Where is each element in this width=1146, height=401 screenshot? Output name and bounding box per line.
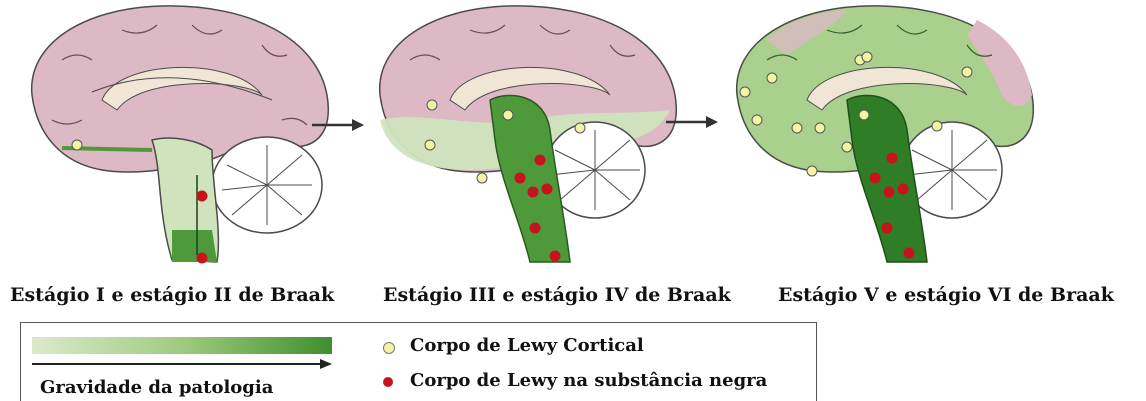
- stage-label-1: Estágio I e estágio II de Braak: [10, 284, 335, 306]
- cortical-lewy-body-icon: [383, 342, 395, 354]
- nigral-lewy-body-icon: [383, 377, 393, 387]
- stage-label-3: Estágio V e estágio VI de Braak: [778, 284, 1114, 306]
- stage-label-2: Estágio III e estágio IV de Braak: [383, 284, 731, 306]
- brain-stage-3: [736, 5, 1034, 263]
- severity-arrow-icon: [32, 359, 332, 369]
- brain-stage-2: [379, 5, 677, 263]
- cortical-lewy-body-label: Corpo de Lewy Cortical: [410, 335, 644, 356]
- legend-box: [20, 322, 817, 401]
- brain-stage-1: [31, 5, 329, 264]
- severity-gradient-bar: [32, 337, 332, 354]
- nigral-lewy-body-label: Corpo de Lewy na substância negra: [410, 370, 768, 391]
- braak-stages-illustration: [31, 5, 1034, 264]
- severity-label: Gravidade da patologia: [40, 377, 274, 398]
